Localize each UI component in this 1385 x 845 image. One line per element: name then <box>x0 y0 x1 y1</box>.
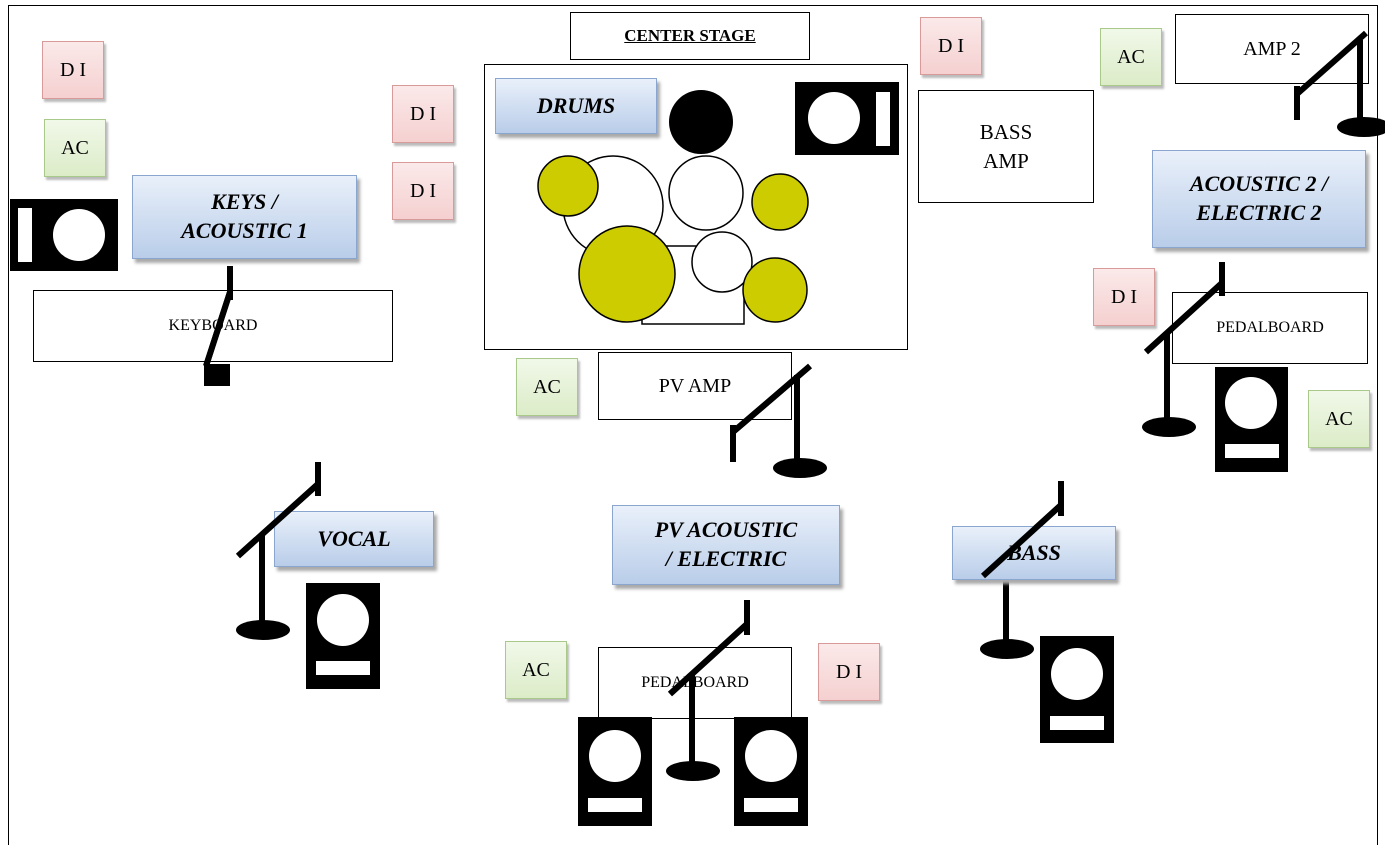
di-box: D I <box>1093 268 1155 326</box>
amp2-box: AMP 2 <box>1175 14 1369 84</box>
drums-label: DRUMS <box>495 78 657 134</box>
stage-border <box>8 5 1378 845</box>
keyboard-box: KEYBOARD <box>33 290 393 362</box>
center-stage-label: CENTER STAGE <box>570 12 810 60</box>
keys-label: KEYS / ACOUSTIC 1 <box>132 175 357 259</box>
bass-amp-box: BASS AMP <box>918 90 1094 203</box>
di-box: D I <box>392 85 454 143</box>
di-box: D I <box>920 17 982 75</box>
ac-box: AC <box>1100 28 1162 86</box>
di-box: D I <box>392 162 454 220</box>
acoustic2-label: ACOUSTIC 2 / ELECTRIC 2 <box>1152 150 1366 248</box>
pedalboard-bottom-box: PEDALBOARD <box>598 647 792 719</box>
ac-box: AC <box>1308 390 1370 448</box>
di-box: D I <box>42 41 104 99</box>
pv-acoustic-label: PV ACOUSTIC / ELECTRIC <box>612 505 840 585</box>
ac-box: AC <box>44 119 106 177</box>
pedalboard-right-box: PEDALBOARD <box>1172 292 1368 364</box>
pv-amp-box: PV AMP <box>598 352 792 420</box>
bass-label: BASS <box>952 526 1116 580</box>
ac-box: AC <box>505 641 567 699</box>
di-box: D I <box>818 643 880 701</box>
vocal-label: VOCAL <box>274 511 434 567</box>
ac-box: AC <box>516 358 578 416</box>
